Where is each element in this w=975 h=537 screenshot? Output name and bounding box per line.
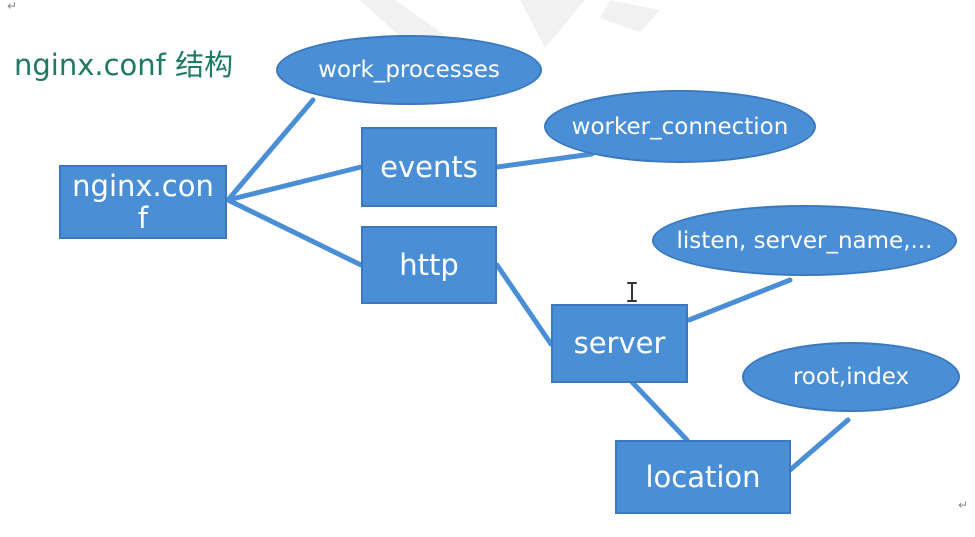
connector-events-worker-connection bbox=[494, 151, 595, 170]
node-events: events bbox=[361, 127, 497, 207]
connector-location-root-index bbox=[787, 417, 851, 473]
connector-root-http bbox=[225, 197, 364, 268]
return-mark-bottom-right: ↵ bbox=[958, 498, 969, 512]
connector-server-listen bbox=[686, 277, 793, 323]
node-nginx-conf: nginx.con f bbox=[59, 165, 227, 239]
node-work-processes: work_processes bbox=[276, 35, 542, 105]
return-mark-top-left: ↵ bbox=[7, 0, 18, 13]
node-worker-connection: worker_connection bbox=[544, 90, 816, 163]
connector-http-server bbox=[494, 262, 554, 347]
connector-server-location bbox=[629, 379, 690, 443]
connector-root-work-processes bbox=[225, 97, 316, 203]
connector-root-events bbox=[225, 164, 364, 203]
node-location: location bbox=[615, 440, 791, 514]
node-http: http bbox=[361, 226, 497, 304]
text-cursor-icon bbox=[627, 282, 637, 302]
node-server: server bbox=[551, 304, 688, 383]
node-listen-server-name: listen, server_name,... bbox=[652, 205, 957, 276]
node-root-index: root,index bbox=[742, 342, 960, 412]
diagram-title: nginx.conf 结构 bbox=[14, 48, 234, 82]
